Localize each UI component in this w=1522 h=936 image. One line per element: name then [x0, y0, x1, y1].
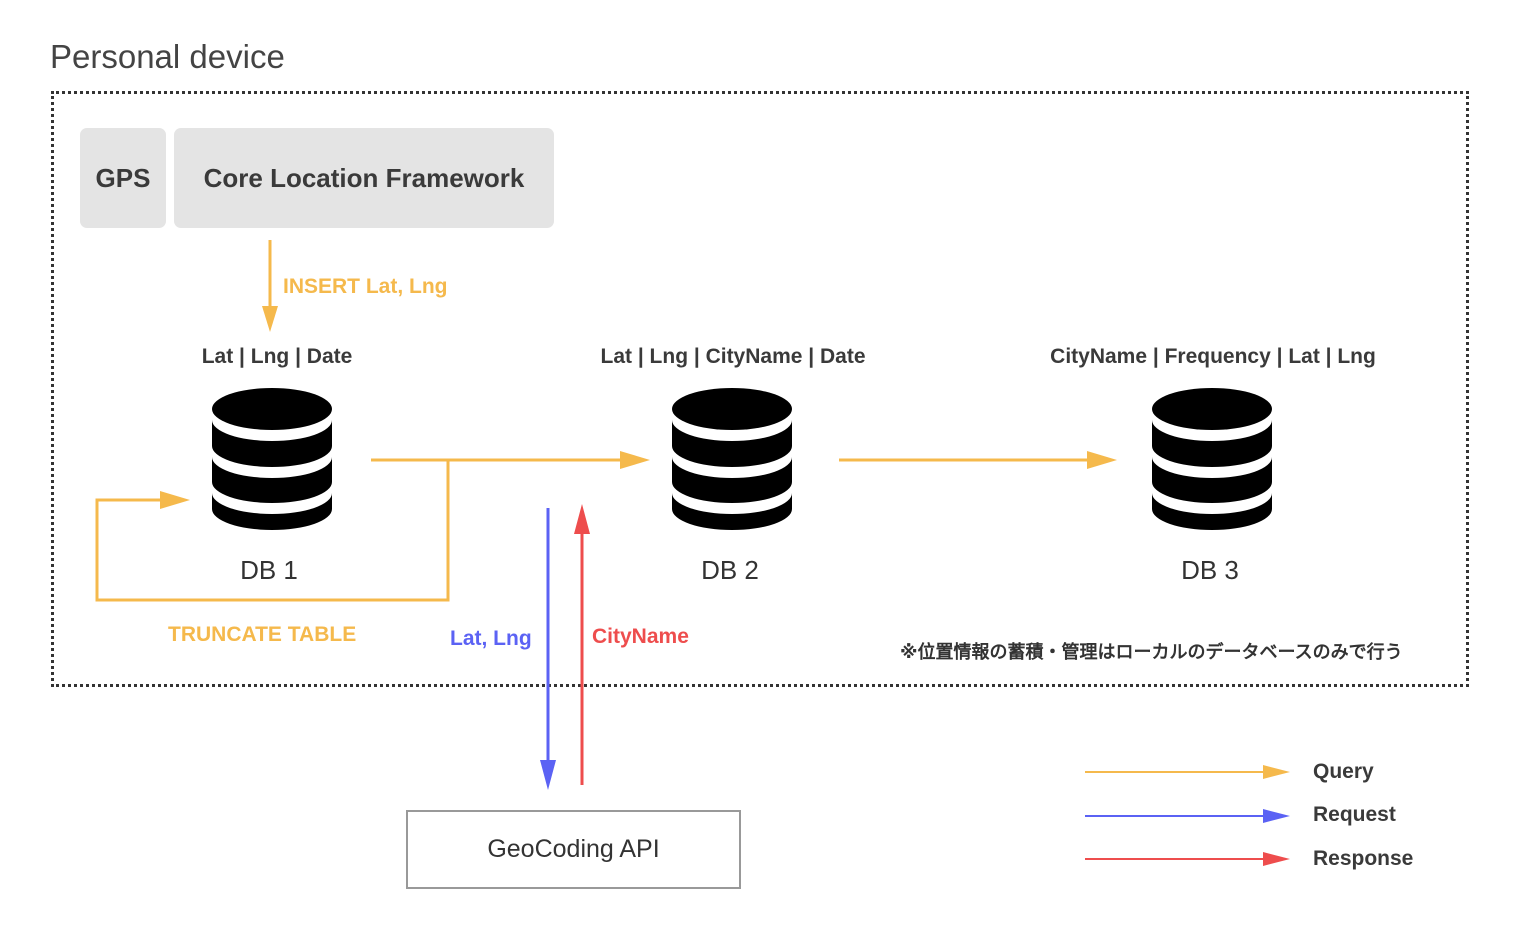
db2-schema: Lat | Lng | CityName | Date	[600, 345, 866, 368]
db3-schema: CityName | Frequency | Lat | Lng	[1050, 345, 1376, 368]
request-payload-label: Lat, Lng	[450, 627, 532, 650]
personal-device-boundary	[51, 91, 1469, 687]
legend-query-label: Query	[1313, 760, 1374, 783]
database-icon	[1152, 388, 1272, 530]
page-title: Personal device	[50, 38, 285, 75]
db1-to-db2-arrow	[371, 451, 650, 469]
legend-response-arrow	[1085, 852, 1290, 866]
db2-to-db3-arrow	[839, 451, 1117, 469]
geocoding-api-box: GeoCoding API	[406, 810, 741, 889]
truncate-label: TRUNCATE TABLE	[168, 623, 357, 646]
response-arrow	[574, 504, 590, 785]
db3-label: DB 3	[1181, 555, 1239, 585]
local-storage-note: ※位置情報の蓄積・管理はローカルのデータベースのみで行う	[900, 642, 1403, 662]
legend-request-arrow	[1085, 809, 1290, 823]
legend-query-arrow	[1085, 765, 1290, 779]
core-location-box: Core Location Framework	[174, 128, 554, 228]
legend-response-label: Response	[1313, 847, 1414, 870]
db2-label: DB 2	[701, 555, 759, 585]
insert-label: INSERT Lat, Lng	[283, 275, 448, 298]
gps-box: GPS	[80, 128, 166, 228]
database-icon	[212, 388, 332, 530]
request-arrow	[540, 508, 556, 790]
db1-label: DB 1	[240, 555, 298, 585]
truncate-loop-arrow	[95, 460, 450, 602]
database-icon	[672, 388, 792, 530]
db1-schema: Lat | Lng | Date	[201, 345, 353, 368]
response-payload-label: CityName	[592, 625, 689, 648]
legend-request-label: Request	[1313, 803, 1396, 826]
insert-arrow	[262, 240, 278, 332]
